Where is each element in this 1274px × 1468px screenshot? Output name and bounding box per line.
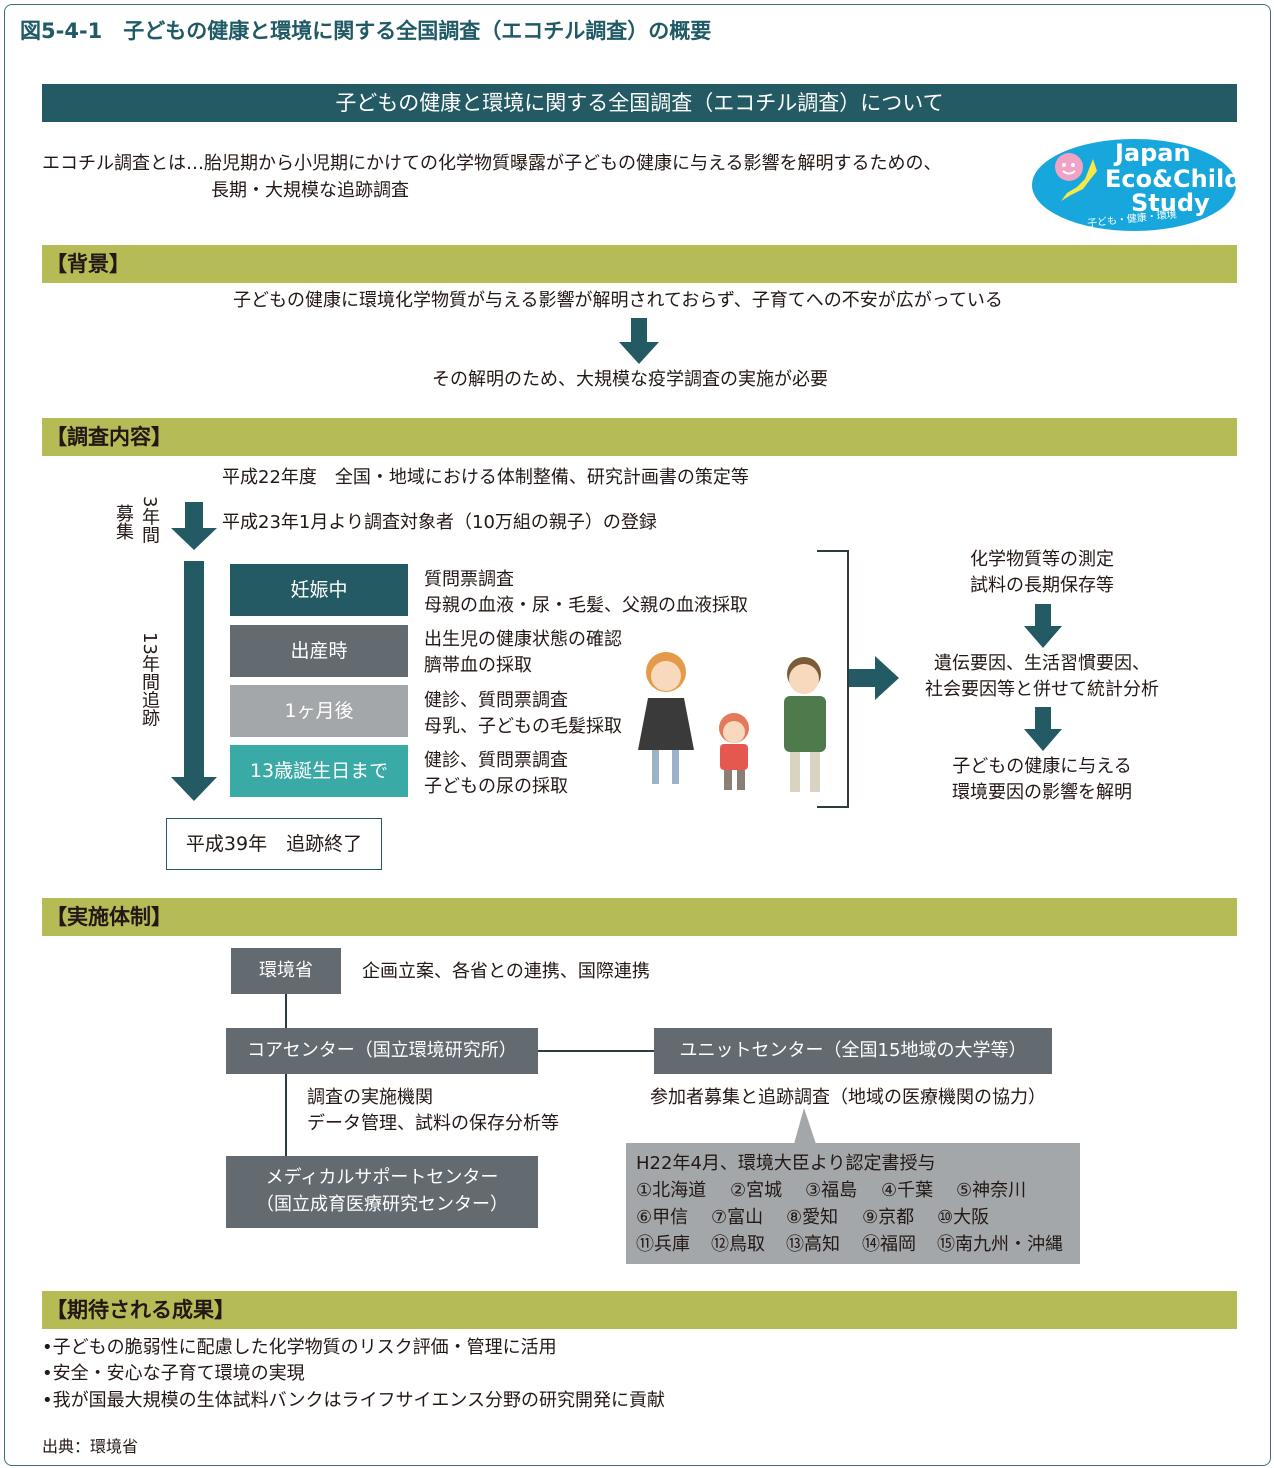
phase-birth: 出産時 [230,625,408,677]
family-illustration [638,652,826,792]
region-13: ⑬高知 [786,1234,840,1255]
phase-pregnancy: 妊娠中 [230,564,408,616]
logo-line-3: Study [1131,189,1210,217]
follow-label: 13年間追跡 [139,632,160,727]
background-heading: 【背景】 [42,245,1237,283]
region-8: ⑧愛知 [786,1207,839,1228]
survey-step-2: 平成23年1月より調査対象者（10万組の親子）の登録 [222,512,657,533]
analysis-b2: 社会要因等と併せて統計分析 [925,679,1159,700]
follow-end-box: 平成39年 追跡終了 [166,818,382,870]
region-4: ④千葉 [881,1180,934,1201]
result-item-2: •安全・安心な子育て環境の実現 [42,1363,305,1384]
survey-step-1: 平成22年度 全国・地域における体制整備、研究計画書の策定等 [222,467,749,488]
phase-1-desc-2: 母親の血液・尿・毛髪、父親の血液採取 [424,595,748,616]
figure-title: 図5-4-1 子どもの健康と環境に関する全国調査（エコチル調査）の概要 [20,19,712,43]
callout-box [626,1108,1080,1264]
phase-one-month: 1ヶ月後 [230,685,408,737]
down-arrow-icon [619,318,659,364]
analysis-arrow-1-icon [1024,604,1062,648]
phase-1-desc-1: 質問票調査 [424,569,514,590]
recruit-label: 募集 [113,504,134,540]
medical-support-box: メディカルサポートセンター （国立成育医療研究センター） [226,1156,538,1228]
analysis-c2: 環境要因の影響を解明 [952,782,1132,803]
phase-4-desc-2: 子どもの尿の採取 [424,776,568,797]
intro-line-2: 長期・大規模な追跡調査 [211,180,409,201]
region-7: ⑦富山 [711,1207,764,1228]
unit-role: 参加者募集と追跡調査（地域の医療機関の協力） [650,1087,1046,1108]
ministry-box: 環境省 [231,948,341,994]
source-note: 出典：環境省 [42,1437,139,1456]
bracket-side [847,550,849,808]
region-9: ⑨京都 [862,1207,915,1228]
ecochil-logo: Japan Eco&Child Study 子ども・健康・環境 [1031,137,1241,233]
phase-4-desc-1: 健診、質問票調査 [424,750,568,771]
region-11: ⑪兵庫 [636,1234,690,1255]
ecochil-logo-shape [1032,139,1236,231]
intro-line-1: エコチル調査とは…胎児期から小児期にかけての化学物質曝露が子どもの健康に与える影… [42,153,942,174]
phase-age-13: 13歳誕生日まで [230,745,408,797]
phase-2-desc-2: 臍帯血の採取 [424,655,532,676]
analysis-arrow-2-icon [1024,707,1062,751]
background-problem: 子どもの健康に環境化学物質が与える影響が解明されておらず、子育てへの不安が広がっ… [233,290,1003,311]
medical-support-line-1: メディカルサポートセンター [265,1167,499,1188]
region-5: ⑤神奈川 [956,1180,1027,1201]
right-arrow-icon [849,656,899,700]
region-1: ①北海道 [636,1180,707,1201]
core-unit-connector [538,1050,654,1052]
bracket-top [817,550,849,552]
medical-support-line-2: （国立成育医療研究センター） [256,1194,508,1215]
region-6: ⑥甲信 [636,1207,689,1228]
analysis-c1: 子どもの健康に与える [952,756,1132,777]
region-12: ⑫鳥取 [711,1234,765,1255]
core-center-box: コアセンター（国立環境研究所） [226,1028,538,1074]
org-heading: 【実施体制】 [42,898,1237,936]
recruit-arrow-icon [171,502,217,550]
logo-line-1: Japan [1115,139,1191,167]
logo-line-2: Eco&Child [1105,165,1242,193]
region-3: ③福島 [805,1180,858,1201]
results-heading: 【期待される成果】 [42,1291,1237,1329]
background-need: その解明のため、大規模な疫学調査の実施が必要 [432,369,828,390]
region-2: ②宮城 [730,1180,783,1201]
core-role-2: データ管理、試料の保存分析等 [307,1113,559,1134]
survey-heading: 【調査内容】 [42,418,1237,456]
ministry-role: 企画立案、各省との連携、国際連携 [362,961,650,982]
recruit-years: 3年間 [139,496,160,544]
bracket-bottom [817,806,849,808]
analysis-a2: 試料の長期保存等 [970,575,1114,596]
unit-center-box: ユニットセンター（全国15地域の大学等） [654,1028,1052,1074]
analysis-b1: 遺伝要因、生活習慣要因、 [934,653,1150,674]
banner: 子どもの健康と環境に関する全国調査（エコチル調査）について [42,84,1237,122]
core-role-1: 調査の実施機関 [307,1087,433,1108]
phase-2-desc-1: 出生児の健康状態の確認 [424,629,622,650]
region-10: ⑩大阪 [937,1207,990,1228]
result-item-3: •我が国最大規模の生体試料バンクはライフサイエンス分野の研究開発に貢献 [42,1390,665,1411]
follow-arrow-icon [171,561,217,801]
result-item-1: •子どもの脆弱性に配慮した化学物質のリスク評価・管理に活用 [42,1337,557,1358]
core-medical-connector [285,1074,287,1156]
analysis-a1: 化学物質等の測定 [970,549,1114,570]
region-14: ⑭福岡 [862,1234,916,1255]
region-15: ⑮南九州・沖縄 [937,1234,1063,1255]
phase-3-desc-2: 母乳、子どもの毛髪採取 [424,716,622,737]
ministry-core-connector [285,994,287,1028]
callout-title: H22年4月、環境大臣より認定書授与 [636,1153,936,1174]
phase-3-desc-1: 健診、質問票調査 [424,690,568,711]
